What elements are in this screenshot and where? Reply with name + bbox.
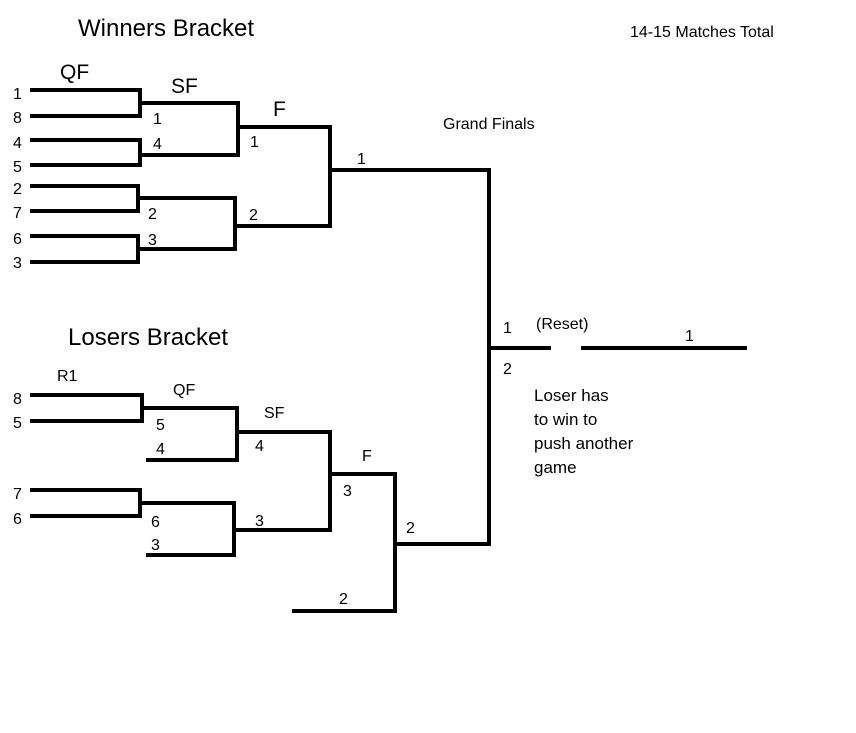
reset-winner: 1 bbox=[685, 328, 694, 345]
winners-champion: 1 bbox=[357, 151, 366, 168]
winners-sf-label: SF bbox=[171, 75, 198, 98]
losers-bracket-title: Losers Bracket bbox=[68, 324, 228, 351]
losers-qf-label: QF bbox=[173, 382, 195, 399]
winners-f-entrant: 2 bbox=[249, 207, 258, 224]
reset-note-line: game bbox=[534, 458, 577, 477]
reset-label: (Reset) bbox=[536, 316, 588, 333]
losers-sf-entrant: 3 bbox=[255, 513, 264, 530]
winners-qf-label: QF bbox=[60, 61, 89, 84]
reset-note-line: Loser has bbox=[534, 386, 609, 405]
losers-bracket-lines bbox=[30, 393, 397, 613]
seed-label: 4 bbox=[13, 135, 22, 152]
seed-label: 6 bbox=[13, 231, 22, 248]
losers-f-entrant: 2 bbox=[339, 591, 348, 608]
losers-f-label: F bbox=[362, 448, 372, 465]
losers-r1-entrant: 8 bbox=[13, 391, 22, 408]
grand-finals-entrant: 1 bbox=[503, 320, 512, 337]
winners-bracket-title: Winners Bracket bbox=[78, 15, 254, 42]
seed-label: 8 bbox=[13, 110, 22, 127]
losers-r1-entrant: 5 bbox=[13, 415, 22, 432]
losers-qf-entrant: 5 bbox=[156, 417, 165, 434]
winners-f-label: F bbox=[273, 98, 286, 121]
losers-r1-label: R1 bbox=[57, 368, 78, 385]
winners-sf-entrant: 3 bbox=[148, 232, 157, 249]
losers-qf-entrant: 3 bbox=[151, 537, 160, 554]
losers-r1-entrant: 6 bbox=[13, 511, 22, 528]
seed-label: 3 bbox=[13, 255, 22, 272]
reset-note-line: to win to bbox=[534, 410, 597, 429]
seed-label: 2 bbox=[13, 181, 22, 198]
winners-bracket-lines bbox=[30, 88, 491, 546]
matches-total-label: 14-15 Matches Total bbox=[630, 24, 774, 41]
losers-f-entrant: 3 bbox=[343, 483, 352, 500]
winners-sf-entrant: 2 bbox=[148, 206, 157, 223]
losers-champion: 2 bbox=[406, 520, 415, 537]
winners-sf-entrant: 4 bbox=[153, 136, 162, 153]
reset-note: Loser has to win to push another game bbox=[534, 386, 634, 477]
winners-f-entrant: 1 bbox=[250, 134, 259, 151]
seed-label: 5 bbox=[13, 159, 22, 176]
seed-label: 7 bbox=[13, 205, 22, 222]
losers-sf-entrant: 4 bbox=[255, 438, 264, 455]
winners-seed-labels: 1 8 4 5 2 7 6 3 bbox=[13, 86, 22, 272]
grand-finals-entrant: 2 bbox=[503, 361, 512, 378]
losers-r1-entrant: 7 bbox=[13, 486, 22, 503]
grand-finals-title: Grand Finals bbox=[443, 116, 535, 133]
seed-label: 1 bbox=[13, 86, 22, 103]
losers-qf-entrant: 4 bbox=[156, 441, 165, 458]
winners-sf-entrant: 1 bbox=[153, 111, 162, 128]
losers-qf-entrant: 6 bbox=[151, 514, 160, 531]
losers-sf-label: SF bbox=[264, 405, 285, 422]
reset-note-line: push another bbox=[534, 434, 634, 453]
